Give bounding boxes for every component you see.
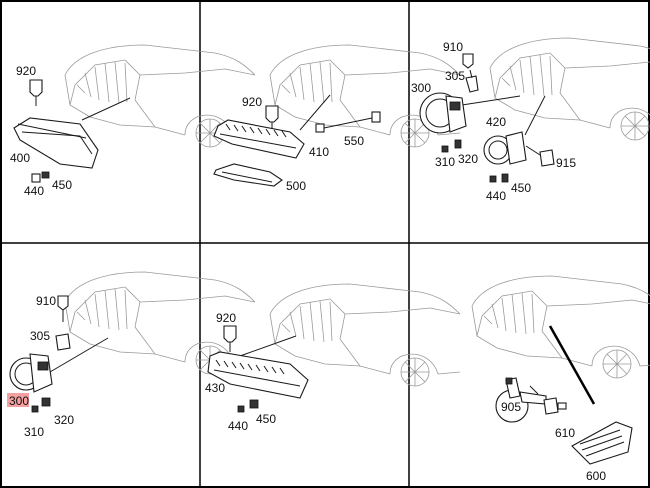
marker-lens-600-icon (571, 421, 633, 465)
label-550: 550 (344, 134, 364, 148)
bulb-305-icon (55, 333, 71, 351)
label-320: 320 (54, 413, 74, 427)
bulb-920-icon (223, 325, 237, 352)
label-410: 410 (309, 145, 329, 159)
label-450: 450 (256, 412, 276, 426)
screw-310-icon (441, 145, 449, 153)
label-310: 310 (24, 425, 44, 439)
label-300: 300 (411, 81, 431, 95)
car-outline (471, 275, 650, 379)
lamp-410-icon (213, 119, 305, 159)
cable-550-icon (315, 111, 381, 133)
clip-450-icon (41, 171, 50, 179)
label-920: 920 (216, 311, 236, 325)
label-920: 920 (242, 95, 262, 109)
label-500: 500 (286, 179, 306, 193)
car-outline (489, 37, 650, 141)
panel-fog-lamp-lower-left: 910 305 300 310 320 (7, 271, 256, 439)
label-910: 910 (36, 294, 56, 308)
bulb-610-icon (543, 397, 567, 415)
label-305: 305 (445, 69, 465, 83)
bulb-910-icon (57, 295, 69, 322)
fog-lamp-420-icon (483, 131, 527, 165)
label-905: 905 (501, 400, 521, 414)
leader-line (548, 325, 596, 405)
clip-320-icon (454, 139, 462, 149)
panel-daytime-running-lamp: 920 430 440 450 (205, 283, 461, 433)
label-450: 450 (52, 178, 72, 192)
fog-lamp-300-icon (9, 353, 53, 393)
panel-fog-lamp-upper-right: 910 305 300 420 310 320 915 440 450 (411, 37, 650, 203)
bulb-910-icon (462, 53, 474, 69)
label-920: 920 (16, 64, 36, 78)
clip-450-icon (249, 399, 259, 409)
bulb-920-icon (29, 79, 43, 106)
highlight-300 (7, 393, 29, 407)
label-440: 440 (228, 419, 248, 433)
screw-440-icon (489, 175, 497, 183)
panel-side-marker-lamp: 905 610 600 (471, 275, 650, 483)
lamp-430-icon (207, 351, 309, 399)
clip-450-icon (501, 173, 509, 183)
panel-front-headlamp-area: 920 400 440 450 (10, 44, 256, 198)
screw-440-icon (31, 173, 41, 183)
label-915: 915 (556, 156, 576, 170)
label-320: 320 (458, 152, 478, 166)
label-440: 440 (24, 184, 44, 198)
label-910: 910 (443, 40, 463, 54)
label-310: 310 (435, 155, 455, 169)
label-600: 600 (586, 469, 606, 483)
label-420: 420 (486, 115, 506, 129)
label-610: 610 (555, 426, 575, 440)
label-300: 300 (9, 394, 29, 408)
panel-third-brake-light: 920 410 550 500 (213, 44, 461, 193)
car-outline (269, 283, 461, 387)
lamp-400-icon (13, 117, 99, 169)
fog-lamp-300-icon (419, 92, 467, 134)
label-400: 400 (10, 151, 30, 165)
bulb-920-icon (265, 105, 279, 132)
label-430: 430 (205, 381, 225, 395)
clip-320-icon (41, 397, 51, 407)
label-305: 305 (30, 329, 50, 343)
screw-310-icon (31, 405, 39, 413)
label-440: 440 (486, 189, 506, 203)
lens-500-icon (213, 163, 283, 187)
connector-915-icon (525, 145, 555, 167)
screw-440-icon (237, 405, 245, 413)
bulb-305-icon (465, 69, 479, 93)
label-450: 450 (511, 181, 531, 195)
